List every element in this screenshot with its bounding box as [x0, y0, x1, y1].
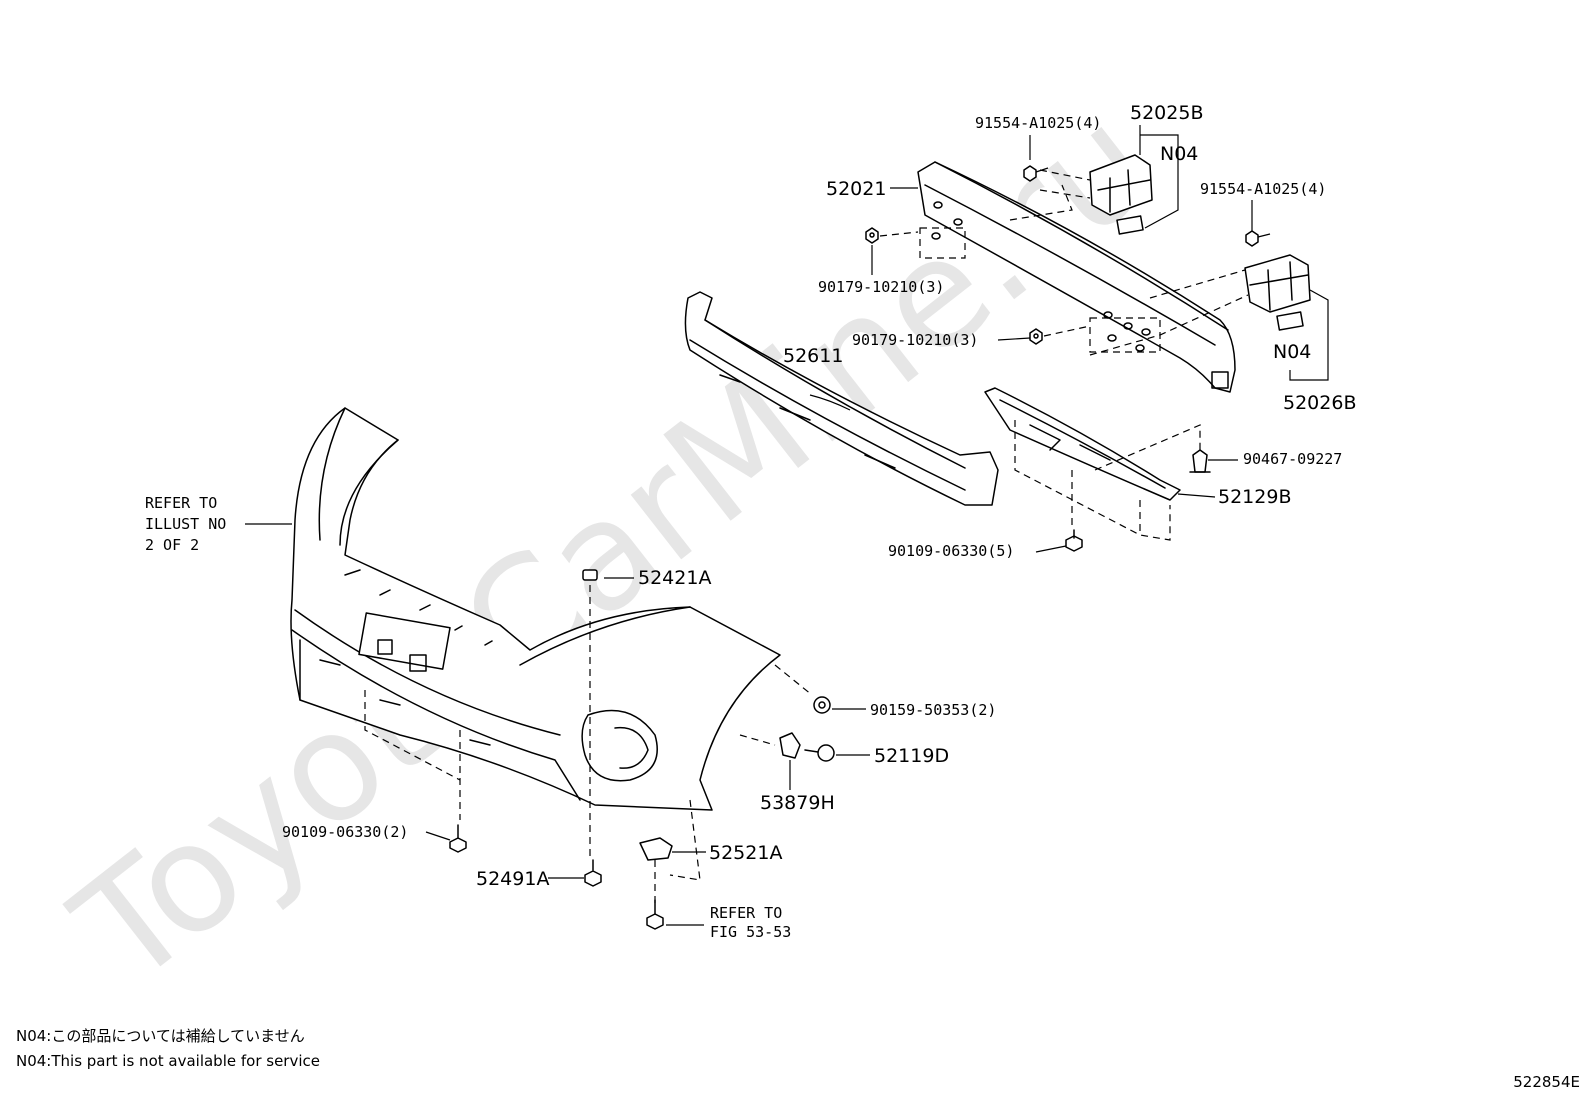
- clip-icon-53879H: [779, 732, 801, 759]
- bolt-icon-90159: [813, 696, 831, 714]
- bracket-52026B: [1089, 254, 1311, 356]
- label-refer-fig-2: FIG 53-53: [710, 923, 791, 941]
- absorber-52611: [684, 291, 999, 506]
- label-91554-top: 91554-A1025(4): [975, 114, 1101, 132]
- note-english: N04:This part is not available for servi…: [16, 1052, 320, 1070]
- bumper-cover: [290, 407, 813, 905]
- label-52119D: 52119D: [874, 745, 949, 767]
- label-n04-top: N04: [1160, 143, 1198, 165]
- label-n04-right: N04: [1273, 341, 1311, 363]
- note-japanese: N04:この部品については補給していません: [16, 1027, 305, 1045]
- label-52129B: 52129B: [1218, 486, 1291, 508]
- clip-icon-52421A: [582, 569, 598, 581]
- label-52521A: 52521A: [709, 842, 782, 864]
- label-52025B: 52025B: [1130, 102, 1203, 124]
- bracket-52025B: [1009, 154, 1153, 235]
- label-90159: 90159-50353(2): [870, 701, 996, 719]
- figure-number: 522854E: [1513, 1073, 1580, 1091]
- label-52421A: 52421A: [638, 567, 711, 589]
- label-refer-fig-1: REFER TO: [710, 904, 782, 922]
- clip-icon-90467: [1189, 449, 1211, 473]
- bolt-icon-91554-top: [1023, 165, 1049, 182]
- label-52491A: 52491A: [476, 868, 549, 890]
- label-refer-illust-2: ILLUST NO: [145, 515, 226, 533]
- label-52026B: 52026B: [1283, 392, 1356, 414]
- bumper-reinforcement-52021: [917, 161, 1236, 393]
- label-52611: 52611: [783, 345, 843, 367]
- label-refer-illust-3: 2 OF 2: [145, 536, 199, 554]
- label-90109-right: 90109-06330(5): [888, 542, 1014, 560]
- bracket-icon-52521A: [639, 837, 673, 861]
- support-52129B: [984, 387, 1201, 541]
- label-90179-a: 90179-10210(3): [818, 278, 944, 296]
- bolt-icon-91554-right: [1245, 230, 1271, 247]
- label-90467: 90467-09227: [1243, 450, 1342, 468]
- screw-icon-52119D: [804, 744, 835, 762]
- label-refer-illust-1: REFER TO: [145, 494, 217, 512]
- label-52021: 52021: [826, 178, 886, 200]
- label-53879H: 53879H: [760, 792, 835, 814]
- screw-icon-90109-left: [449, 824, 467, 853]
- label-91554-right: 91554-A1025(4): [1200, 180, 1326, 198]
- leader-lines: [245, 125, 1329, 926]
- label-90179-b: 90179-10210(3): [852, 331, 978, 349]
- nut-icon-90179-b: [1029, 325, 1091, 345]
- screw-icon-52491A: [584, 859, 602, 887]
- screw-icon-90109-right: [1065, 470, 1083, 552]
- label-90109-left: 90109-06330(2): [282, 823, 408, 841]
- nut-icon-90179-a: [865, 227, 919, 244]
- screw-icon-refer-fig: [646, 899, 664, 930]
